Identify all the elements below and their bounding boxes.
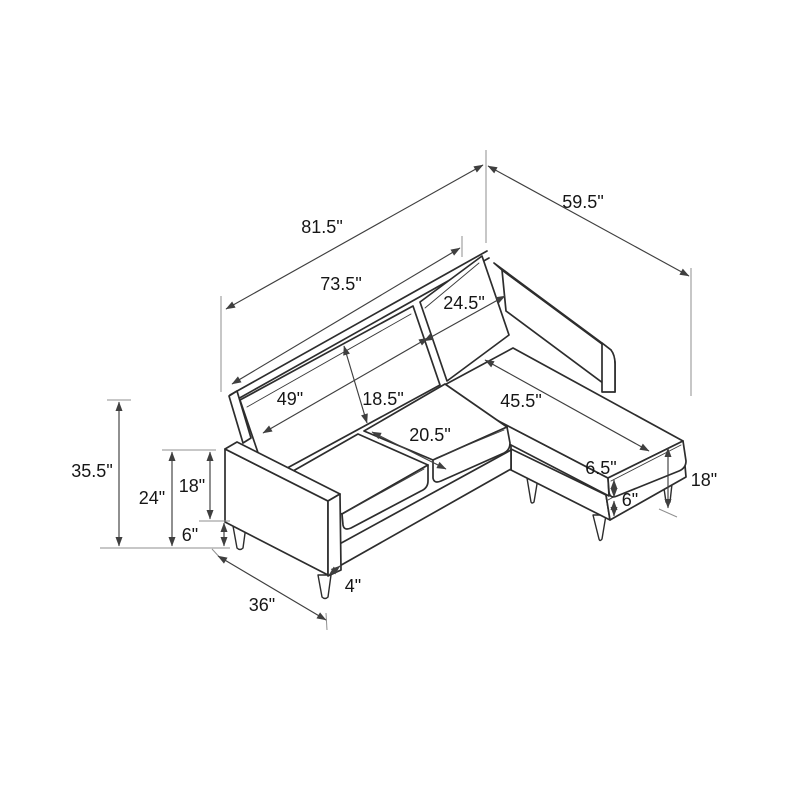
label-right-back-cushion: 24.5" — [443, 293, 484, 313]
dim-line-seat-depth — [371, 431, 447, 470]
dim-line-base-rail-height — [328, 565, 341, 576]
label-seat-depth: 20.5" — [409, 425, 450, 445]
back-frame-left-cap — [228, 390, 252, 444]
label-chaise-cushion-length: 45.5" — [500, 391, 541, 411]
ext-sofa-depth-end-tick — [325, 612, 328, 631]
ext-chaise-floor-tick — [658, 508, 678, 518]
label-sofa-depth: 36" — [249, 595, 275, 615]
seat-cushion-left-front — [341, 464, 429, 530]
seat-cushion-left-piping — [345, 468, 425, 513]
label-overall-height: 35.5" — [71, 461, 112, 481]
dim-line-back-cushion-height — [343, 345, 368, 424]
label-chaise-seat-height: 18" — [691, 470, 717, 490]
label-chaise-cushion-thickness: 6.5" — [585, 458, 616, 478]
left-arm-front-face — [327, 493, 342, 577]
right-arm-front-face — [601, 342, 616, 393]
sofa-front-right-leg — [317, 574, 332, 600]
label-back-cushion-height: 18.5" — [362, 389, 403, 409]
label-leg-clearance: 6" — [182, 525, 198, 545]
label-overall-width: 81.5" — [301, 217, 342, 237]
label-left-back-cushion: 49" — [277, 389, 303, 409]
dimension-lines — [115, 164, 690, 621]
label-base-rail-height: 4" — [345, 576, 361, 596]
ext-sofa-depth-start-tick — [211, 548, 224, 562]
dim-line-sofa-depth — [217, 555, 327, 621]
dim-line-chaise-cushion-length — [484, 359, 650, 452]
dim-line-right-back-cushion — [423, 295, 506, 342]
label-arm-height: 24" — [139, 488, 165, 508]
chaise-back-left-leg — [526, 477, 539, 504]
label-seat-back-height: 18" — [179, 476, 205, 496]
dimension-labels: 81.5" 59.5" 73.5" 24.5" 49" 18.5" 45.5" … — [71, 192, 717, 615]
label-back-width: 73.5" — [320, 274, 361, 294]
label-chaise-base-height: 6" — [622, 490, 638, 510]
chaise-front-left-leg — [592, 514, 607, 542]
label-overall-depth: 59.5" — [562, 192, 603, 212]
dim-line-overall-depth — [487, 165, 690, 277]
